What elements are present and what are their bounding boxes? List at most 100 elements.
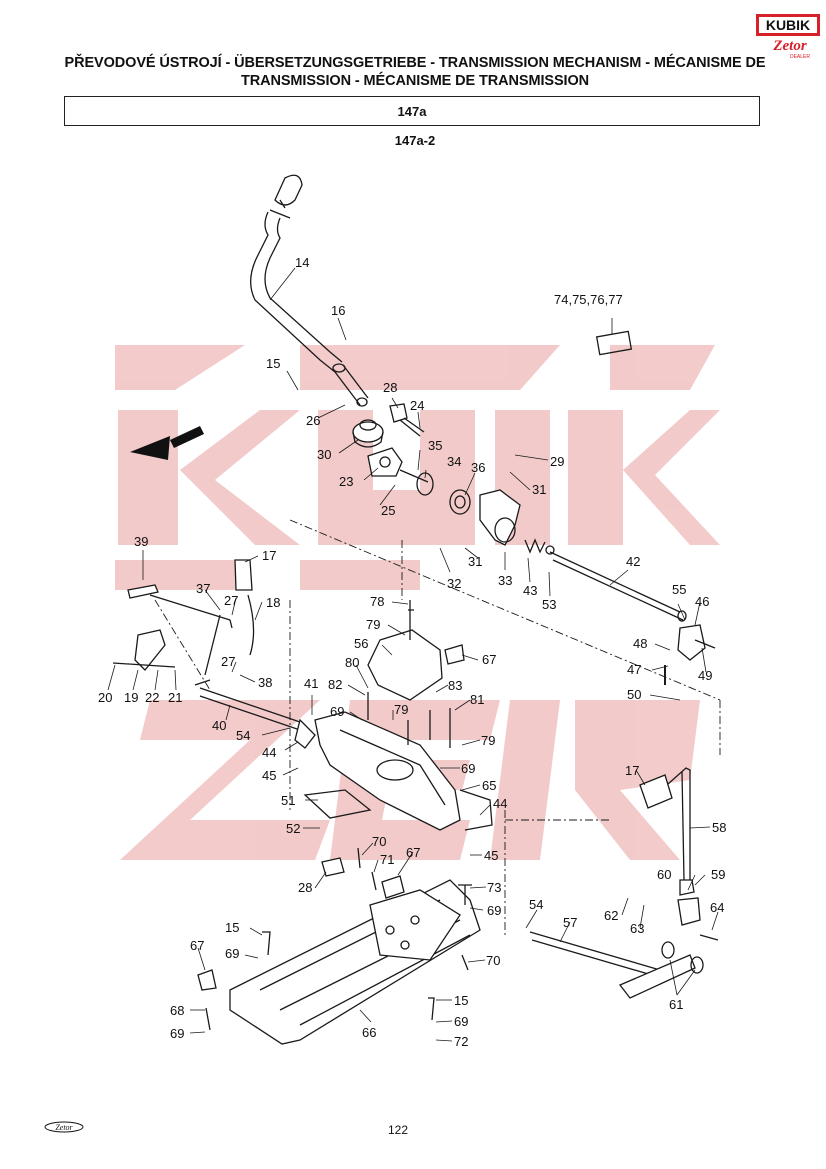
part-label: 46	[695, 594, 709, 609]
part-label: 79	[394, 702, 408, 717]
part-label: 70	[486, 953, 500, 968]
part-label: 71	[380, 852, 394, 867]
part-label: 60	[657, 867, 671, 882]
bush	[389, 403, 425, 437]
part-label: 44	[493, 796, 507, 811]
footer-zetor-logo: Zetor	[44, 1121, 84, 1133]
part-label: 34	[447, 454, 461, 469]
part-label: 69	[225, 946, 239, 961]
part-label: 14	[295, 255, 309, 270]
part-label: 50	[627, 687, 641, 702]
svg-text:KUBIK: KUBIK	[766, 17, 810, 33]
gearshift-rod	[199, 687, 316, 749]
reference-box: 147a	[64, 96, 760, 126]
retaining-ring	[416, 472, 471, 515]
part-label: 32	[447, 576, 461, 591]
direction-arrow	[130, 426, 204, 460]
part-label: 69	[330, 704, 344, 719]
part-label: 39	[134, 534, 148, 549]
leader-lines	[107, 267, 719, 1042]
part-label: 35	[428, 438, 442, 453]
svg-text:DEALER: DEALER	[790, 54, 810, 60]
part-label: 66	[362, 1025, 376, 1040]
part-label: 56	[354, 636, 368, 651]
part-label: 29	[550, 454, 564, 469]
gear-lever	[250, 174, 343, 373]
part-label: 63	[630, 921, 644, 936]
svg-text:Zetor: Zetor	[772, 38, 806, 54]
part-label: 72	[454, 1034, 468, 1049]
part-label: 19	[124, 690, 138, 705]
part-label: 22	[145, 690, 159, 705]
part-label: 30	[317, 447, 331, 462]
part-label: 67	[406, 845, 420, 860]
left-linkage	[112, 559, 255, 686]
side-shift-lever	[639, 767, 701, 926]
title-line-1: PŘEVODOVÉ ÚSTROJÍ - ÜBERSETZUNGSGETRIEBE…	[64, 55, 766, 71]
kubik-zetor-logo: KUBIK Zetor DEALER	[756, 14, 820, 60]
part-label: 59	[711, 867, 725, 882]
part-label: 23	[339, 474, 353, 489]
spring	[524, 538, 555, 555]
svg-text:Zetor: Zetor	[55, 1123, 73, 1132]
part-label: 15	[225, 920, 239, 935]
part-label: 54	[236, 728, 250, 743]
part-label: 67	[190, 938, 204, 953]
part-label: 37	[196, 581, 210, 596]
reference-number: 147a	[397, 104, 427, 119]
part-label: 47	[627, 662, 641, 677]
part-label: 83	[448, 678, 462, 693]
cross-shaft	[529, 931, 719, 999]
part-label: 17	[625, 763, 639, 778]
page-title: PŘEVODOVÉ ÚSTROJÍ - ÜBERSETZUNGSGETRIEBE…	[60, 54, 770, 90]
part-label: 31	[532, 482, 546, 497]
part-label: 18	[266, 595, 280, 610]
part-label: 73	[487, 880, 501, 895]
selector-housing	[479, 489, 521, 546]
part-label: 79	[481, 733, 495, 748]
gearbox-housing	[314, 711, 493, 831]
part-label: 70	[372, 834, 386, 849]
part-label: 49	[698, 668, 712, 683]
shift-bracket	[664, 624, 716, 685]
part-label: 61	[669, 997, 683, 1012]
part-labels: 14 16 15 26 28 24 30 23 34 25 36 35 29 3…	[98, 255, 726, 1049]
bolts	[367, 692, 451, 748]
part-label: 57	[563, 915, 577, 930]
part-label: 54	[529, 897, 543, 912]
cover-plate	[303, 789, 372, 819]
part-label: 55	[672, 582, 686, 597]
selector-shaft	[549, 551, 687, 622]
part-label: 17	[262, 548, 276, 563]
part-label: 42	[626, 554, 640, 569]
part-label: 51	[281, 793, 295, 808]
part-label: 31	[468, 554, 482, 569]
part-label: 80	[345, 655, 359, 670]
part-label: 27	[224, 593, 238, 608]
part-label: 68	[170, 1003, 184, 1018]
assembly-guide-lines	[154, 519, 721, 935]
part-label: 36	[471, 460, 485, 475]
lever-pin	[332, 363, 369, 407]
part-label: 53	[542, 597, 556, 612]
part-label: 58	[712, 820, 726, 835]
part-label: 69	[487, 903, 501, 918]
part-label: 67	[482, 652, 496, 667]
part-label: 25	[381, 503, 395, 518]
top-cover	[367, 600, 465, 701]
part-label: 81	[470, 692, 484, 707]
part-label: 28	[383, 380, 397, 395]
part-label: 78	[370, 594, 384, 609]
part-label: 24	[410, 398, 424, 413]
part-label: 82	[328, 677, 342, 692]
part-label: 38	[258, 675, 272, 690]
gasket-set	[595, 330, 633, 356]
part-label: 28	[298, 880, 312, 895]
part-label: 44	[262, 745, 276, 760]
base-plate	[229, 879, 481, 1045]
part-label: 69	[454, 1014, 468, 1029]
part-label: 15	[266, 356, 280, 371]
part-label: 69	[461, 761, 475, 776]
title-line-2: TRANSMISSION - MÉCANISME DE TRANSMISSION	[240, 73, 590, 89]
